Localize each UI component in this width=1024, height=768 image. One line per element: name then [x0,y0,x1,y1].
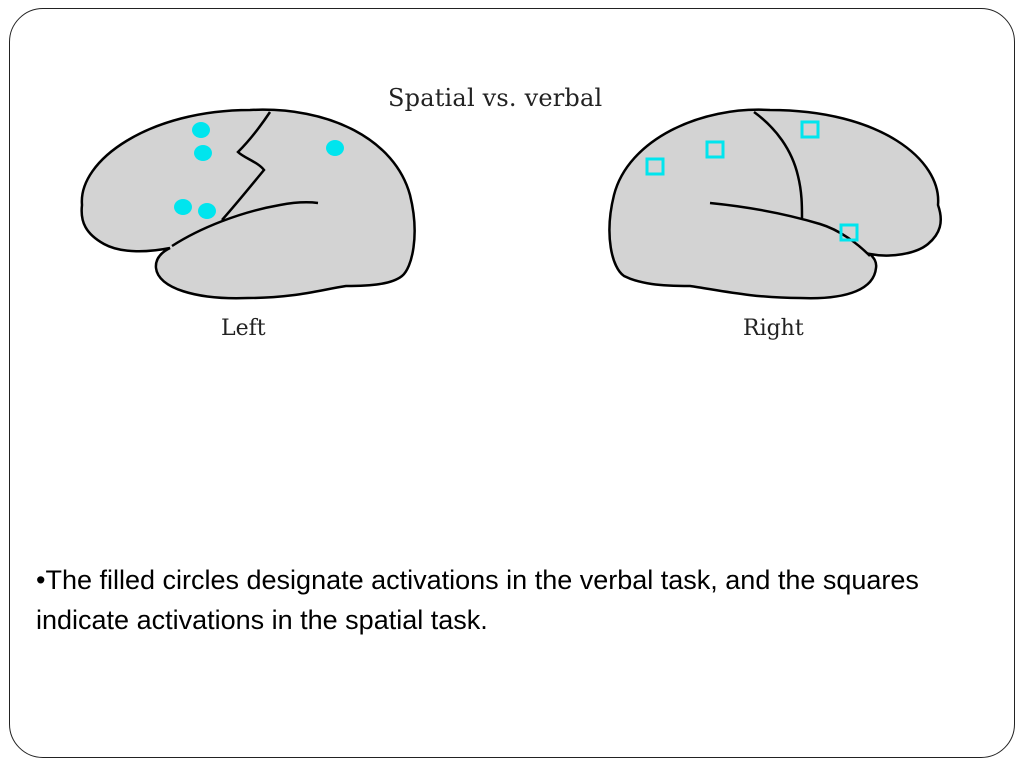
right-hemisphere-label: Right [743,316,804,341]
caption-body: The filled circles designate activations… [36,565,919,635]
caption-text: •The filled circles designate activation… [36,560,996,640]
left-central-sulcus [221,111,272,221]
spatial-activation-square [645,157,665,176]
spatial-activation-square [800,120,820,139]
left-brain-outline [80,108,416,300]
verbal-activation-circle [192,122,210,138]
right-central-sulcus [753,110,804,219]
right-brain-outline [608,108,942,300]
right-sylvian-fissure [709,201,871,257]
verbal-activation-circle [194,145,212,161]
figure-title: Spatial vs. verbal [388,84,603,112]
verbal-activation-circle [326,140,344,156]
verbal-activation-circle [174,199,192,215]
right-hemisphere [608,108,942,300]
left-hemisphere [80,108,416,300]
left-hemisphere-label: Left [221,316,266,341]
spatial-activation-square [705,140,725,159]
verbal-activation-circle [198,203,216,219]
caption-bullet: • [36,565,46,595]
left-sylvian-fissure [171,201,319,248]
brain-diagram [80,108,942,300]
brain-figure: Spatial vs. verbal [80,84,942,341]
spatial-activation-square [839,223,859,242]
